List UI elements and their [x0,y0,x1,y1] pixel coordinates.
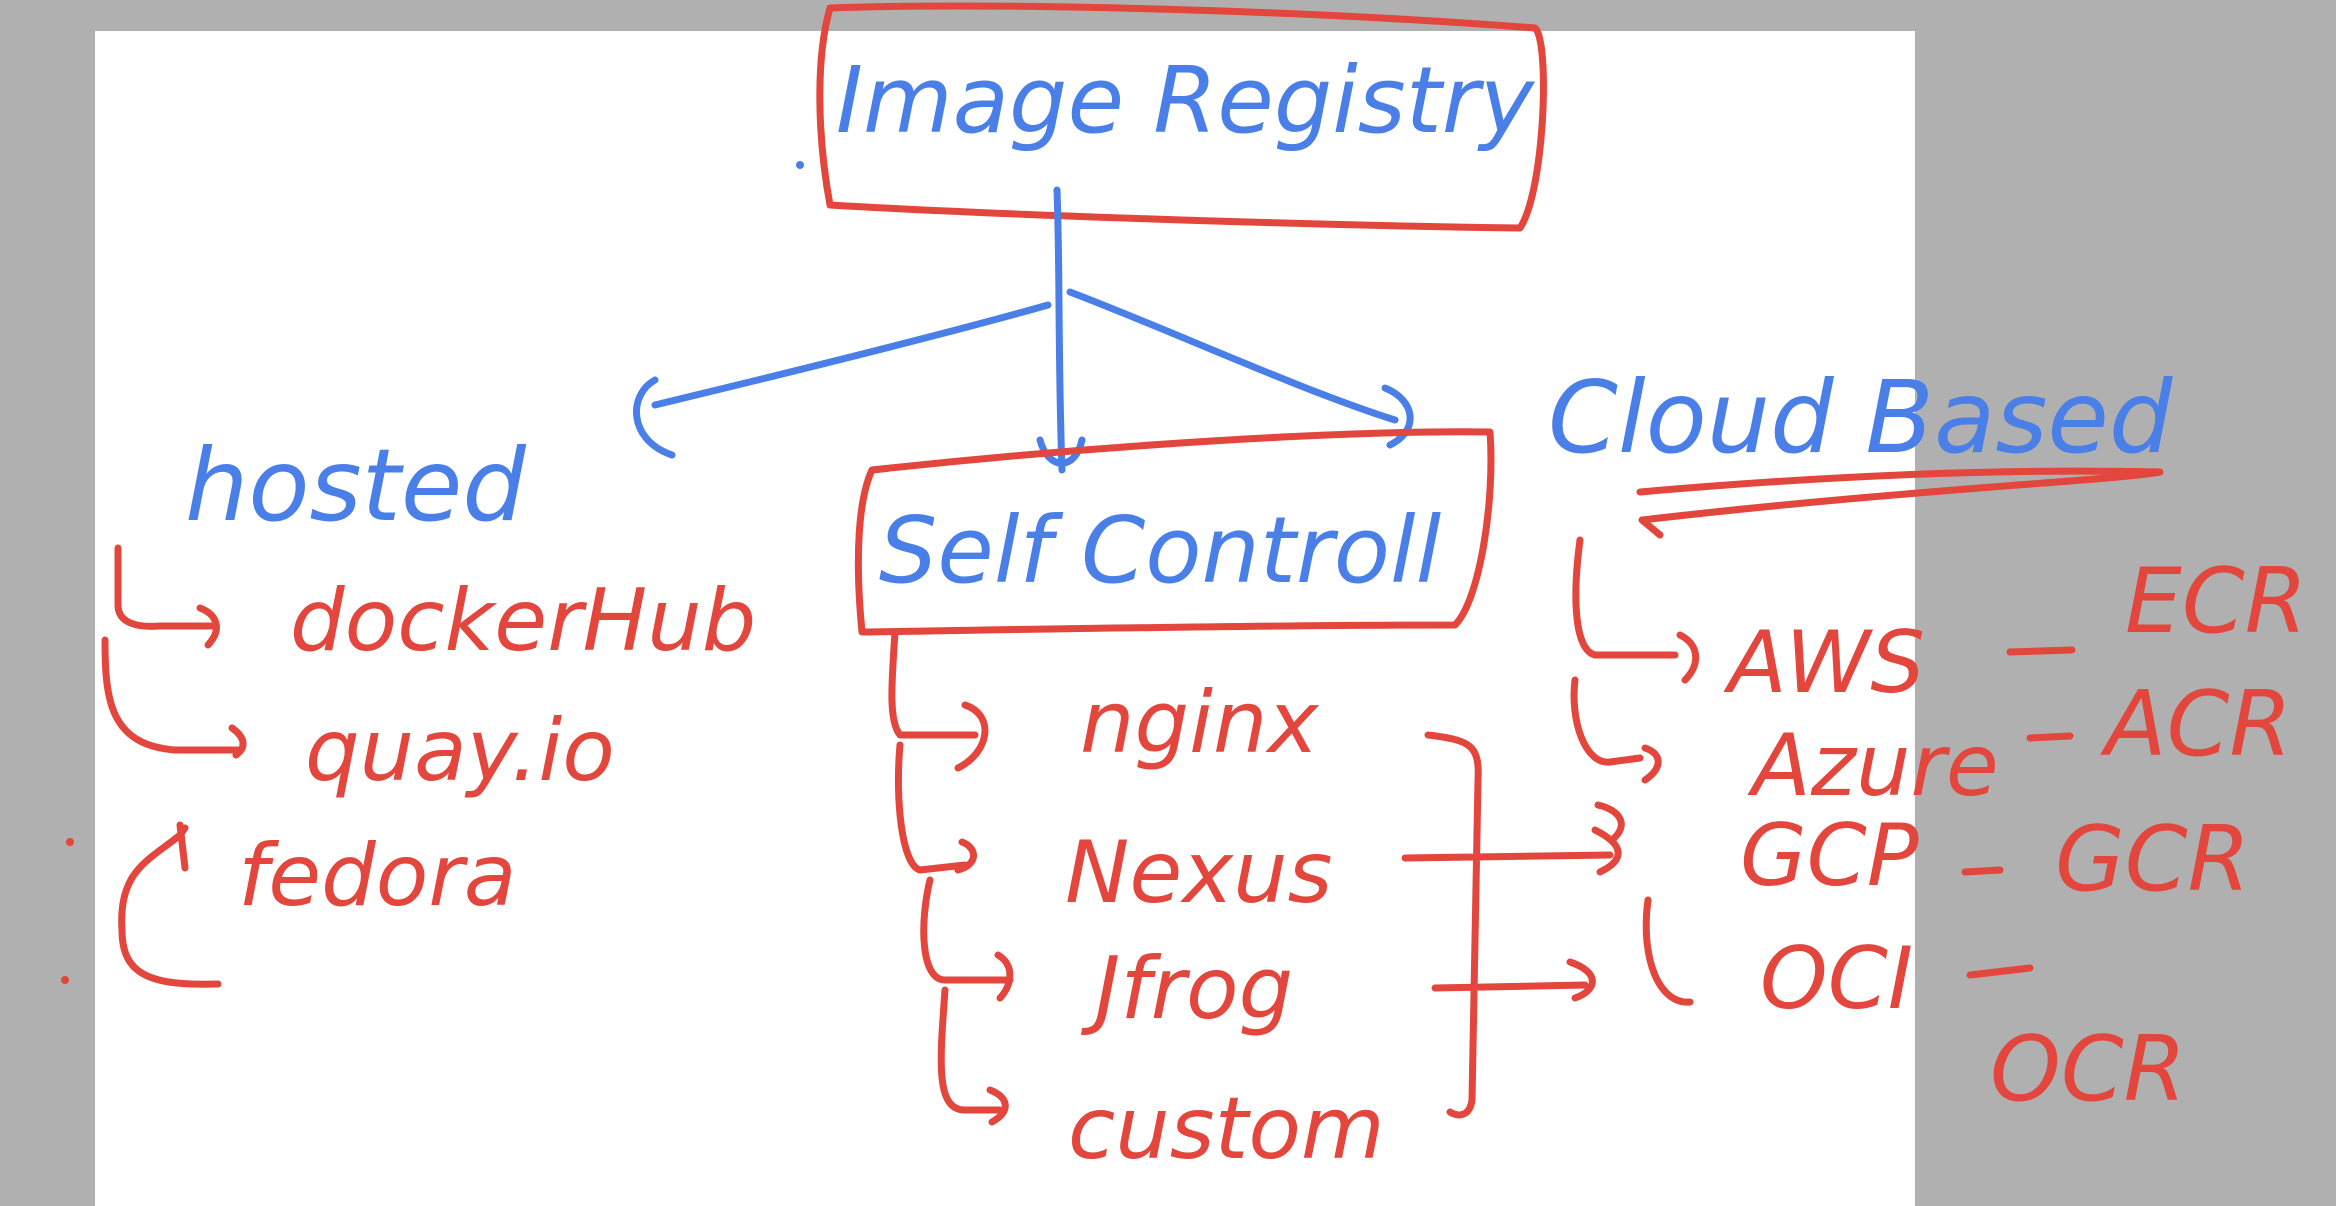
self-arrowheads [954,701,1014,1126]
hosted-item-label: fedora [238,826,516,926]
root-node-box [816,2,1547,232]
cloud-registry-label: OCR [1990,1017,2186,1122]
connector-root-to-cloud [1066,288,1414,449]
root-node-label: Image Registry [836,47,1536,154]
self-to-cloud-connector [1401,731,1622,1119]
stray-dot [61,976,69,984]
stray-dot [66,838,74,846]
hosted-item-label: quay.io [305,701,615,801]
self-item-label: nginx [1080,673,1319,773]
connector-root-trunk [1053,186,1066,474]
self-item-label: Jfrog [1080,939,1293,1039]
cloud-bracket [1570,536,1694,1006]
self-bracket [888,628,1014,1114]
cloud-category-label: Cloud Based [1548,359,2173,476]
hosted-category-label: hosted [185,427,526,544]
cloud-arrowheads [1641,631,1700,784]
stray-dot [796,161,804,169]
cloud-item-label: GCP [1740,806,1919,906]
self-node-box [854,428,1495,636]
hosted-arrowheads [176,604,247,872]
cloud-registry-label: GCR [2055,807,2250,912]
hosted-bracket [101,544,242,988]
cloud-registry-label: ACR [2100,672,2292,777]
cloud-registry-dashes [1961,646,2076,979]
cloud-registry-label: ECR [2125,549,2307,654]
connector-root-to-hosted [633,301,1052,459]
cloud-underline [1636,467,2164,539]
whiteboard-canvas [95,31,1915,1206]
self-item-label: custom [1068,1079,1385,1179]
hosted-item-label: dockerHub [290,571,756,671]
self-item-label: Nexus [1065,823,1332,923]
self-node-label: Self Controll [879,497,1442,604]
cloud-item-label: Azure [1747,716,1999,816]
cloud-item-label: OCI [1760,929,1913,1029]
cloud-item-label: AWS [1723,613,1925,713]
